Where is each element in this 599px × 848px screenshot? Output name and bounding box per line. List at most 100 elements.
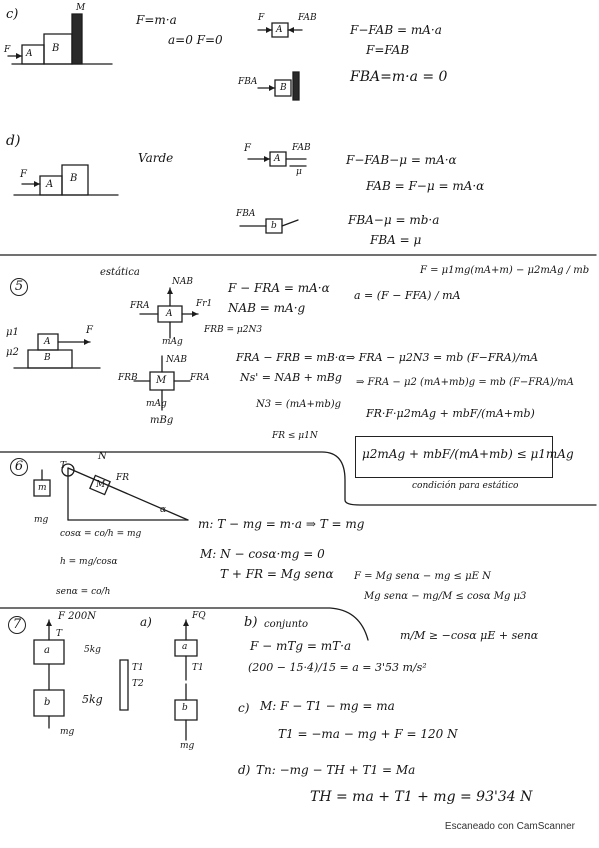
s7-sub-b: b) — [244, 615, 258, 630]
s5-eq8: ⇒ FRA − μ2 (mA+mb)g = mb (F−FRA)/mA — [356, 377, 574, 388]
s6-label-fr: FR — [116, 473, 130, 483]
s5-fbd-mag2: mAg — [146, 399, 167, 409]
c-fbd-f: F — [258, 13, 265, 23]
s5-mu1: μ1 — [6, 327, 19, 338]
s5-boxed-condition — [355, 436, 553, 478]
s6-label-n: N — [98, 451, 107, 462]
s7-fbd-a: a — [182, 642, 188, 652]
d-eq1: F−FAB−μ = mA·α — [346, 153, 457, 167]
d-label-b: B — [70, 173, 78, 184]
s5-boxed-caption: condición para estático — [412, 481, 519, 491]
s5-eq2: NAB = mA·g — [228, 301, 306, 315]
s5-fbd-nab2: NAB — [166, 355, 187, 365]
c-eq1: F=m·a — [136, 13, 177, 27]
section-c-number: c) — [6, 7, 19, 22]
s5-eq3: a = (F − FFA) / mA — [354, 289, 461, 302]
s6-eq5: Mg senα − mg/M ≤ cosα Mg μ3 — [364, 591, 527, 602]
s7-label-t2: T2 — [132, 679, 144, 689]
d-label-a: A — [46, 179, 54, 190]
c-fbd-fab: FAB — [298, 13, 317, 23]
s7-label-t1: T1 — [132, 663, 144, 673]
c-fbd-a: A — [276, 25, 283, 35]
c-label-a: A — [26, 49, 33, 59]
section-d-number: d) — [6, 133, 21, 149]
s7-d-eq2: TH = ma + T1 + mg = 93'34 N — [310, 789, 533, 805]
c-label-f: F — [4, 45, 11, 55]
separator-3 — [0, 608, 368, 640]
d-note: Varde — [138, 151, 174, 165]
s7-sub-c: c) — [238, 701, 250, 715]
c-eq3: F−FAB = mA·a — [350, 23, 442, 37]
scanner-watermark: Escaneado con CamScanner — [444, 821, 575, 832]
s6-eq-sen: senα = co/h — [56, 587, 111, 597]
c-label-b: B — [52, 43, 60, 54]
s7-label-a: a — [44, 645, 50, 656]
s6-eq1: m: T − mg = m·a ⇒ T = mg — [198, 517, 365, 531]
s7-rope — [120, 660, 128, 710]
c-label-m: M — [76, 3, 86, 13]
s5-fbd-frb2: FRB — [118, 373, 138, 383]
s5-fbd-mbg: mBg — [150, 415, 174, 426]
s5-eq1: F − FRA = mA·α — [228, 281, 330, 295]
s5-fbd-fra: FRA — [130, 301, 150, 311]
s5-fbd-m: M — [156, 375, 167, 386]
s6-eq2: M: N − cosα·mg = 0 — [200, 547, 325, 561]
c-fbd-b: B — [280, 83, 287, 93]
section-7-number: 7 — [8, 616, 26, 634]
s5-label-f: F — [86, 325, 93, 336]
s7-label-mg: mg — [60, 727, 75, 737]
s5-eq4: FRA − FRB = mB·α — [236, 351, 346, 364]
c-eq2: a=0 F=0 — [168, 33, 223, 47]
s7-sub-d: d) — [238, 763, 251, 777]
c-fbd-fba: FBA — [238, 77, 258, 87]
s5-eq6: N3 = (mA+mb)g — [256, 399, 342, 410]
s7-label-b: b — [44, 697, 51, 708]
s5-label-b: B — [44, 353, 51, 363]
section-5-number: 5 — [10, 278, 28, 296]
s5-eq10: FR ≤ μ1N — [272, 431, 318, 441]
s5-label-a: A — [44, 337, 51, 347]
d-eq4: FBA = μ — [370, 233, 422, 247]
s7-label-t: T — [56, 629, 63, 639]
d-fbd-fab: FAB — [292, 143, 311, 153]
s5-eq9: FR·F·μ2mAg + mbF/(mA+mb) — [366, 407, 535, 420]
d-eq2: FAB = F−μ = mA·α — [366, 179, 485, 193]
s5-fbd-a: A — [166, 309, 173, 319]
s5-fbd-nab: NAB — [172, 277, 193, 287]
s7-label-f: F 200N — [58, 611, 96, 622]
s6-eq-h: h = mg/cosα — [60, 557, 118, 567]
s6-eq4: F = Mg senα − mg ≤ μE N — [354, 571, 491, 582]
s6-block-m — [90, 475, 110, 494]
section-6-number: 6 — [10, 458, 28, 476]
s6-eq6: m/M ≥ −cosα μE + senα — [400, 629, 539, 642]
s6-label-bigm: M — [96, 480, 106, 490]
s7-label-5kg: 5kg — [84, 645, 101, 655]
d-eq3: FBA−μ = mb·a — [348, 213, 440, 227]
s5-fbd-frb: FRB = μ2N3 — [204, 325, 263, 335]
s7-fbd-fa: FQ — [192, 611, 206, 621]
s6-label-m: m — [38, 483, 47, 493]
d-block-b — [62, 165, 88, 195]
s7-fbd-t: T1 — [192, 663, 204, 673]
s7-sub-a: a) — [140, 615, 152, 629]
s7-c-eq2: T1 = −ma − mg + F = 120 N — [278, 727, 458, 741]
s7-fbd-b: b — [182, 703, 188, 713]
s6-eq3: T + FR = Mg senα — [220, 567, 334, 581]
s6-eq-cos: cosα = co/h = mg — [60, 529, 142, 539]
separator-2 — [0, 452, 596, 505]
s5-note: estática — [100, 267, 140, 278]
s7-label-5kg2: 5kg — [82, 693, 103, 706]
s5-eq-top: F = μ1mg(mA+m) − μ2mAg / mb — [420, 265, 590, 276]
s7-b-eq2: (200 − 15·4)/15 = a = 3'53 m/s² — [248, 661, 427, 674]
s5-mu2: μ2 — [6, 347, 19, 358]
d-fbd-a: A — [274, 154, 281, 164]
c-eq4: F=FAB — [366, 43, 410, 57]
s7-d-eq1: Tn: −mg − TH + T1 = Ma — [256, 763, 416, 777]
s6-label-alpha: α — [160, 505, 167, 515]
s7-fbd-mg: mg — [180, 741, 195, 751]
s7-b-title: conjunto — [264, 619, 309, 630]
s6-label-mg: mg — [34, 515, 49, 525]
c-wall — [72, 14, 82, 64]
s6-label-t: T — [60, 461, 67, 471]
d-fbd-mu: μ — [296, 167, 302, 177]
